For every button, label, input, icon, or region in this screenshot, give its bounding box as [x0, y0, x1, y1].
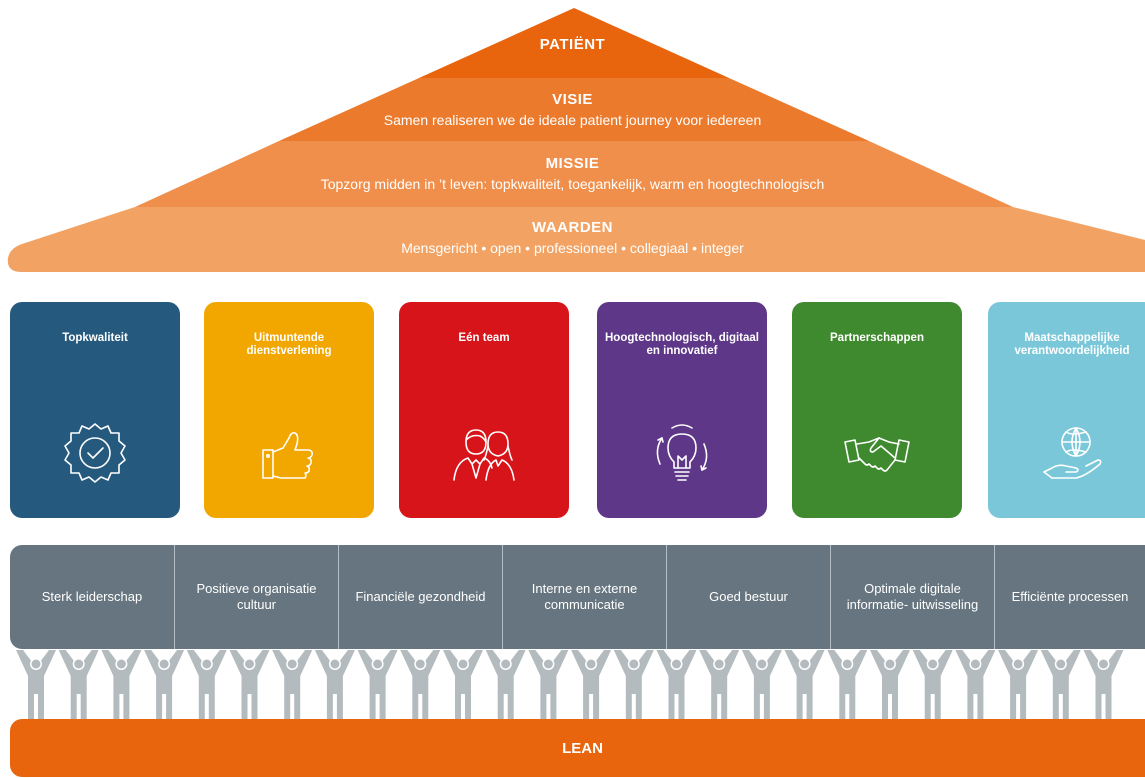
visie-text: Samen realiseren we de ideale patient jo… [383, 112, 762, 128]
beam-item-processen: Efficiënte processen [1011, 589, 1129, 604]
person-figure [314, 650, 355, 720]
person-figure [1040, 650, 1081, 720]
beam-item-cultuur: Positieve organisatie cultuur [196, 581, 317, 612]
pillar-maatschappelijk: Maatschappelijke verantwoordelijkheid [988, 302, 1145, 518]
team-icon [450, 420, 518, 488]
person-figure [613, 650, 654, 720]
person-figure [485, 650, 526, 720]
person-figure [58, 650, 99, 720]
pillar-hoogtechnologisch: Hoogtechnologisch, digitaal en innovatie… [597, 302, 767, 518]
person-figure [741, 650, 782, 720]
pillars: Topkwaliteit Uitmuntende dienstverlening… [0, 302, 1145, 520]
missie-text: Topzorg midden in ’t leven: topkwaliteit… [320, 176, 825, 192]
person-figure [443, 650, 483, 720]
person-figure [998, 650, 1039, 720]
roof-missie: MISSIE Topzorg midden in ’t leven: topkw… [0, 155, 1145, 192]
beam-item-digitaal: Optimale digitale informatie- uitwisseli… [846, 581, 979, 612]
waarden-text: Mensgericht • open • professioneel • col… [401, 240, 744, 256]
beam-divider [666, 545, 667, 649]
beam-divider [830, 545, 831, 649]
person-figure [186, 650, 227, 720]
person-figure [784, 650, 825, 720]
pillar-label: Partnerschappen [830, 332, 924, 344]
roof-visie-band [279, 78, 869, 141]
beam-divider [994, 545, 995, 649]
waarden-title: WAARDEN [532, 219, 613, 236]
handshake-icon [843, 420, 911, 488]
pillar-label: Uitmuntende dienstverlening [246, 332, 332, 357]
person-figure [656, 650, 697, 720]
people-row [16, 650, 1124, 720]
beam-item-communicatie: Interne en externe communicatie [531, 581, 638, 612]
lean-label: LEAN [562, 739, 603, 757]
quality-badge-icon [61, 420, 129, 488]
person-figure [1083, 650, 1124, 720]
pillar-een-team: Eén team [399, 302, 569, 518]
roof-patient-band [419, 8, 729, 78]
visie-title: VISIE [552, 91, 593, 108]
person-figure [400, 650, 441, 720]
person-figure [912, 650, 953, 720]
beam-divider [174, 545, 175, 649]
person-figure [870, 650, 910, 720]
beam-divider [502, 545, 503, 649]
patient-title: PATIËNT [539, 36, 606, 53]
missie-title: MISSIE [545, 155, 600, 172]
roof-waarden: WAARDEN Mensgericht • open • professione… [0, 219, 1145, 256]
lean-foundation: LEAN [10, 719, 1145, 777]
person-figure [528, 650, 569, 720]
roof-waarden-band [7, 207, 1145, 272]
person-figure [16, 650, 56, 720]
person-figure [357, 650, 398, 720]
pillar-dienstverlening: Uitmuntende dienstverlening [204, 302, 374, 518]
person-figure [144, 650, 185, 720]
person-figure [272, 650, 313, 720]
person-figure [827, 650, 868, 720]
person-figure [101, 650, 142, 720]
beam-item-bestuur: Goed bestuur [709, 589, 788, 604]
pillar-label: Hoogtechnologisch, digitaal en innovatie… [605, 332, 759, 357]
person-figure [229, 650, 270, 720]
pillar-partnerschappen: Partnerschappen [792, 302, 962, 518]
person-figure [571, 650, 612, 720]
beam-item-financieel: Financiële gezondheid [355, 589, 486, 604]
roof-patient: PATIËNT [0, 36, 1145, 53]
roof-visie: VISIE Samen realiseren we de ideale pati… [0, 91, 1145, 128]
beam-item-leiderschap: Sterk leiderschap [41, 589, 143, 604]
pillar-label: Eén team [458, 332, 510, 344]
roof-shape [7, 8, 1145, 272]
beam-divider [338, 545, 339, 649]
thumbs-up-icon [255, 420, 323, 488]
person-figure [955, 650, 996, 720]
lightbulb-icon [648, 420, 716, 488]
support-beam: Sterk leiderschap Positieve organisatie … [10, 545, 1145, 649]
pillar-label: Topkwaliteit [62, 332, 128, 344]
globe-hand-icon [1038, 420, 1106, 488]
person-figure [699, 650, 740, 720]
roof-missie-band [135, 141, 1013, 207]
pillar-label: Maatschappelijke verantwoordelijkheid [1014, 332, 1130, 357]
pillar-topkwaliteit: Topkwaliteit [10, 302, 180, 518]
